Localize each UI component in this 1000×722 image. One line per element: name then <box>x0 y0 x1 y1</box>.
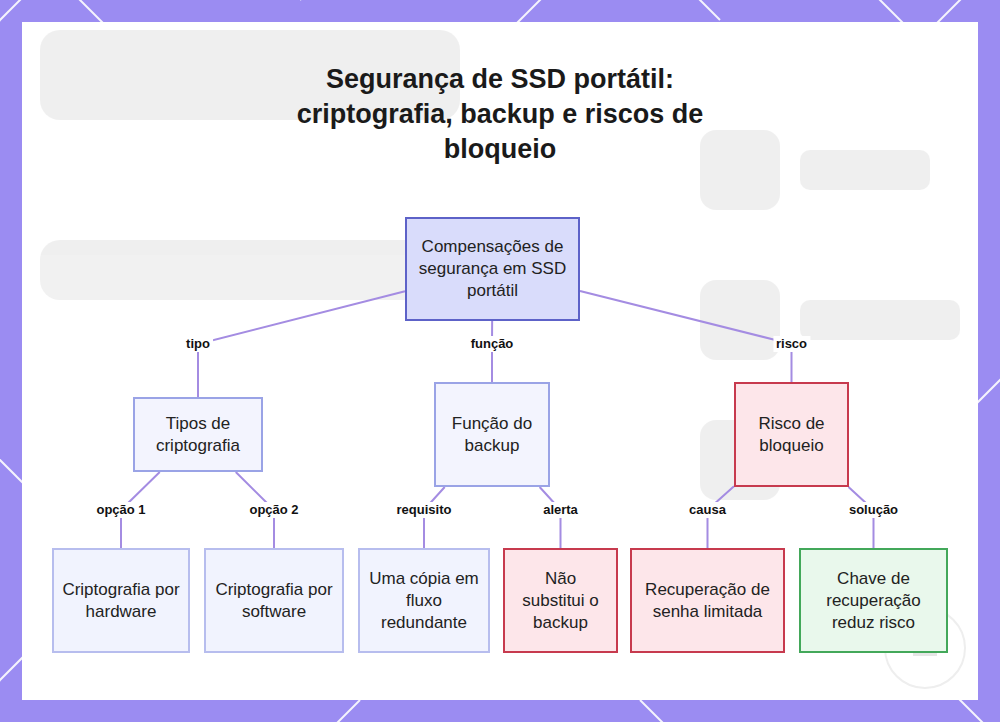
edge-label: alerta <box>540 502 581 518</box>
box-text: Função do backup <box>444 413 540 457</box>
box-content: Uma cópia em fluxo redundante <box>368 568 480 634</box>
risk-box: Risco de bloqueio <box>734 382 849 487</box>
box-text: Uma cópia em fluxo redundante <box>368 568 480 634</box>
edge-label: solução <box>846 502 901 518</box>
box-text: Compensações de segurança em SSD portáti… <box>415 236 570 302</box>
box-content: Recuperação de senha limitada <box>640 579 775 623</box>
box-content: Criptografia por hardware <box>62 579 180 623</box>
box-content: Compensações de segurança em SSD portáti… <box>415 236 570 302</box>
box-content: Tipos de criptografia <box>143 413 253 457</box>
solution-box: Chave de recuperação reduz risco <box>799 548 948 653</box>
box-content: Não substitui o backup <box>513 568 608 634</box>
box-text: Recuperação de senha limitada <box>640 579 775 623</box>
box-text: Tipos de criptografia <box>143 413 253 457</box>
connector <box>580 291 792 382</box>
leaf-box: Uma cópia em fluxo redundante <box>358 548 490 653</box>
edge-label: opção 2 <box>246 502 301 518</box>
box-text: Chave de recuperação reduz risco <box>809 568 938 634</box>
leaf-box: Criptografia por hardware <box>52 548 190 653</box>
box-content: Função do backup <box>444 413 540 457</box>
root-box: Compensações de segurança em SSD portáti… <box>405 217 580 321</box>
edge-label: requisito <box>394 502 455 518</box>
connector <box>198 291 405 397</box>
box-text: Risco de bloqueio <box>744 413 839 457</box>
warning-box: Recuperação de senha limitada <box>630 548 785 653</box>
leaf-box: Criptografia por software <box>204 548 344 653</box>
blurred-backdrop <box>40 30 960 500</box>
edge-label: risco <box>773 336 810 352</box>
edge-label: opção 1 <box>93 502 148 518</box>
diagram-title: Segurança de SSD portátil: criptografia,… <box>250 62 750 167</box>
box-content: Criptografia por software <box>214 579 334 623</box>
box-text: Criptografia por hardware <box>62 579 180 623</box>
box-content: Chave de recuperação reduz risco <box>809 568 938 634</box>
edge-label: tipo <box>183 336 213 352</box>
panel <box>22 22 978 700</box>
category-box: Função do backup <box>434 382 550 487</box>
edge-label: causa <box>686 502 729 518</box>
box-text: Criptografia por software <box>214 579 334 623</box>
category-box: Tipos de criptografia <box>133 397 263 472</box>
edge-label: função <box>468 336 517 352</box>
warning-box: Não substitui o backup <box>503 548 618 653</box>
box-content: Risco de bloqueio <box>744 413 839 457</box>
box-text: Não substitui o backup <box>513 568 608 634</box>
